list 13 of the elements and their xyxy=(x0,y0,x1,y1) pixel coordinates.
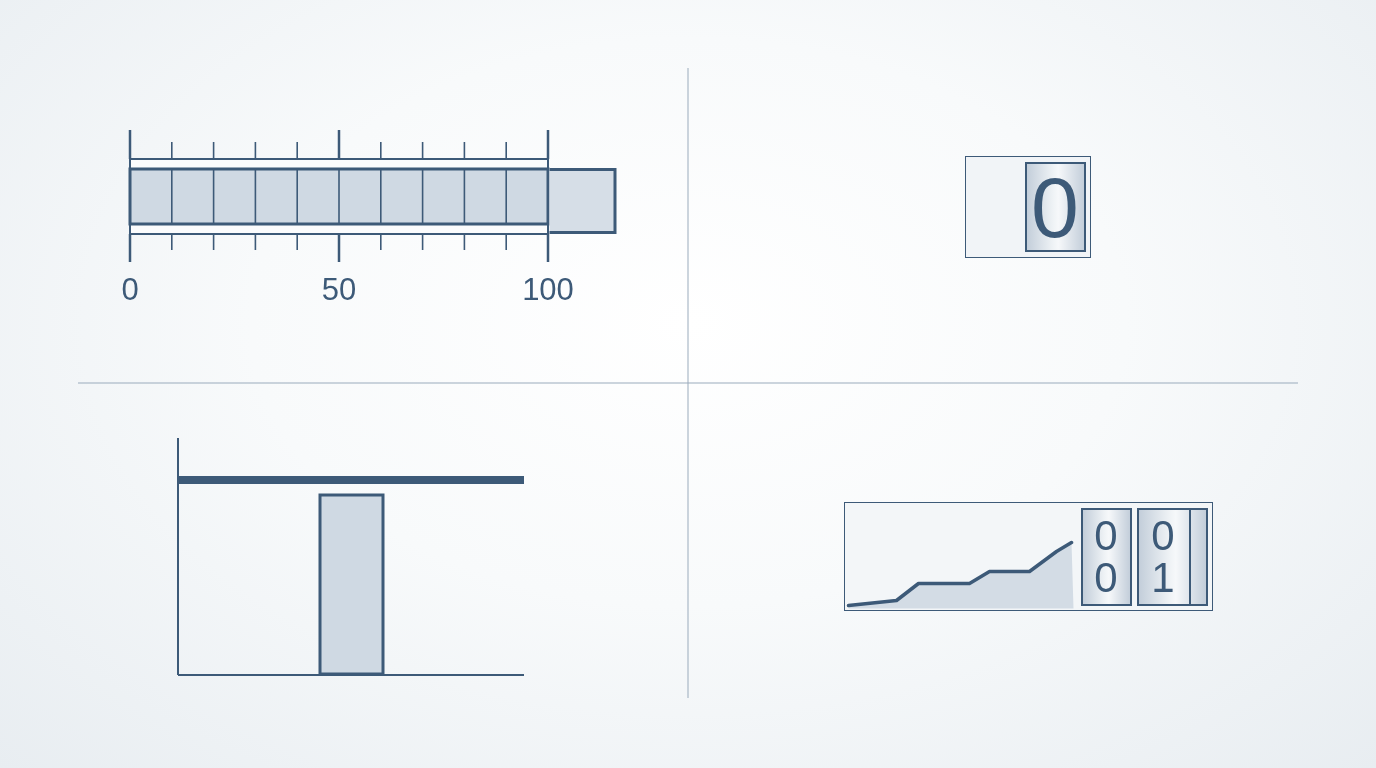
tick-label: 50 xyxy=(321,274,357,305)
counter-frame xyxy=(965,156,1091,258)
digit: 0 xyxy=(1031,163,1079,250)
digit-reel xyxy=(1080,507,1132,606)
sparkline-panel xyxy=(844,502,1213,611)
digit: 1 xyxy=(1151,556,1175,599)
digit: 0 xyxy=(1094,556,1118,599)
digit-reel xyxy=(1136,507,1208,606)
digit: 0 xyxy=(1151,514,1175,557)
tick-label: 100 xyxy=(522,274,574,305)
tick-label: 0 xyxy=(121,274,139,305)
digit: 0 xyxy=(1094,514,1118,557)
digit-reel xyxy=(1024,161,1086,252)
